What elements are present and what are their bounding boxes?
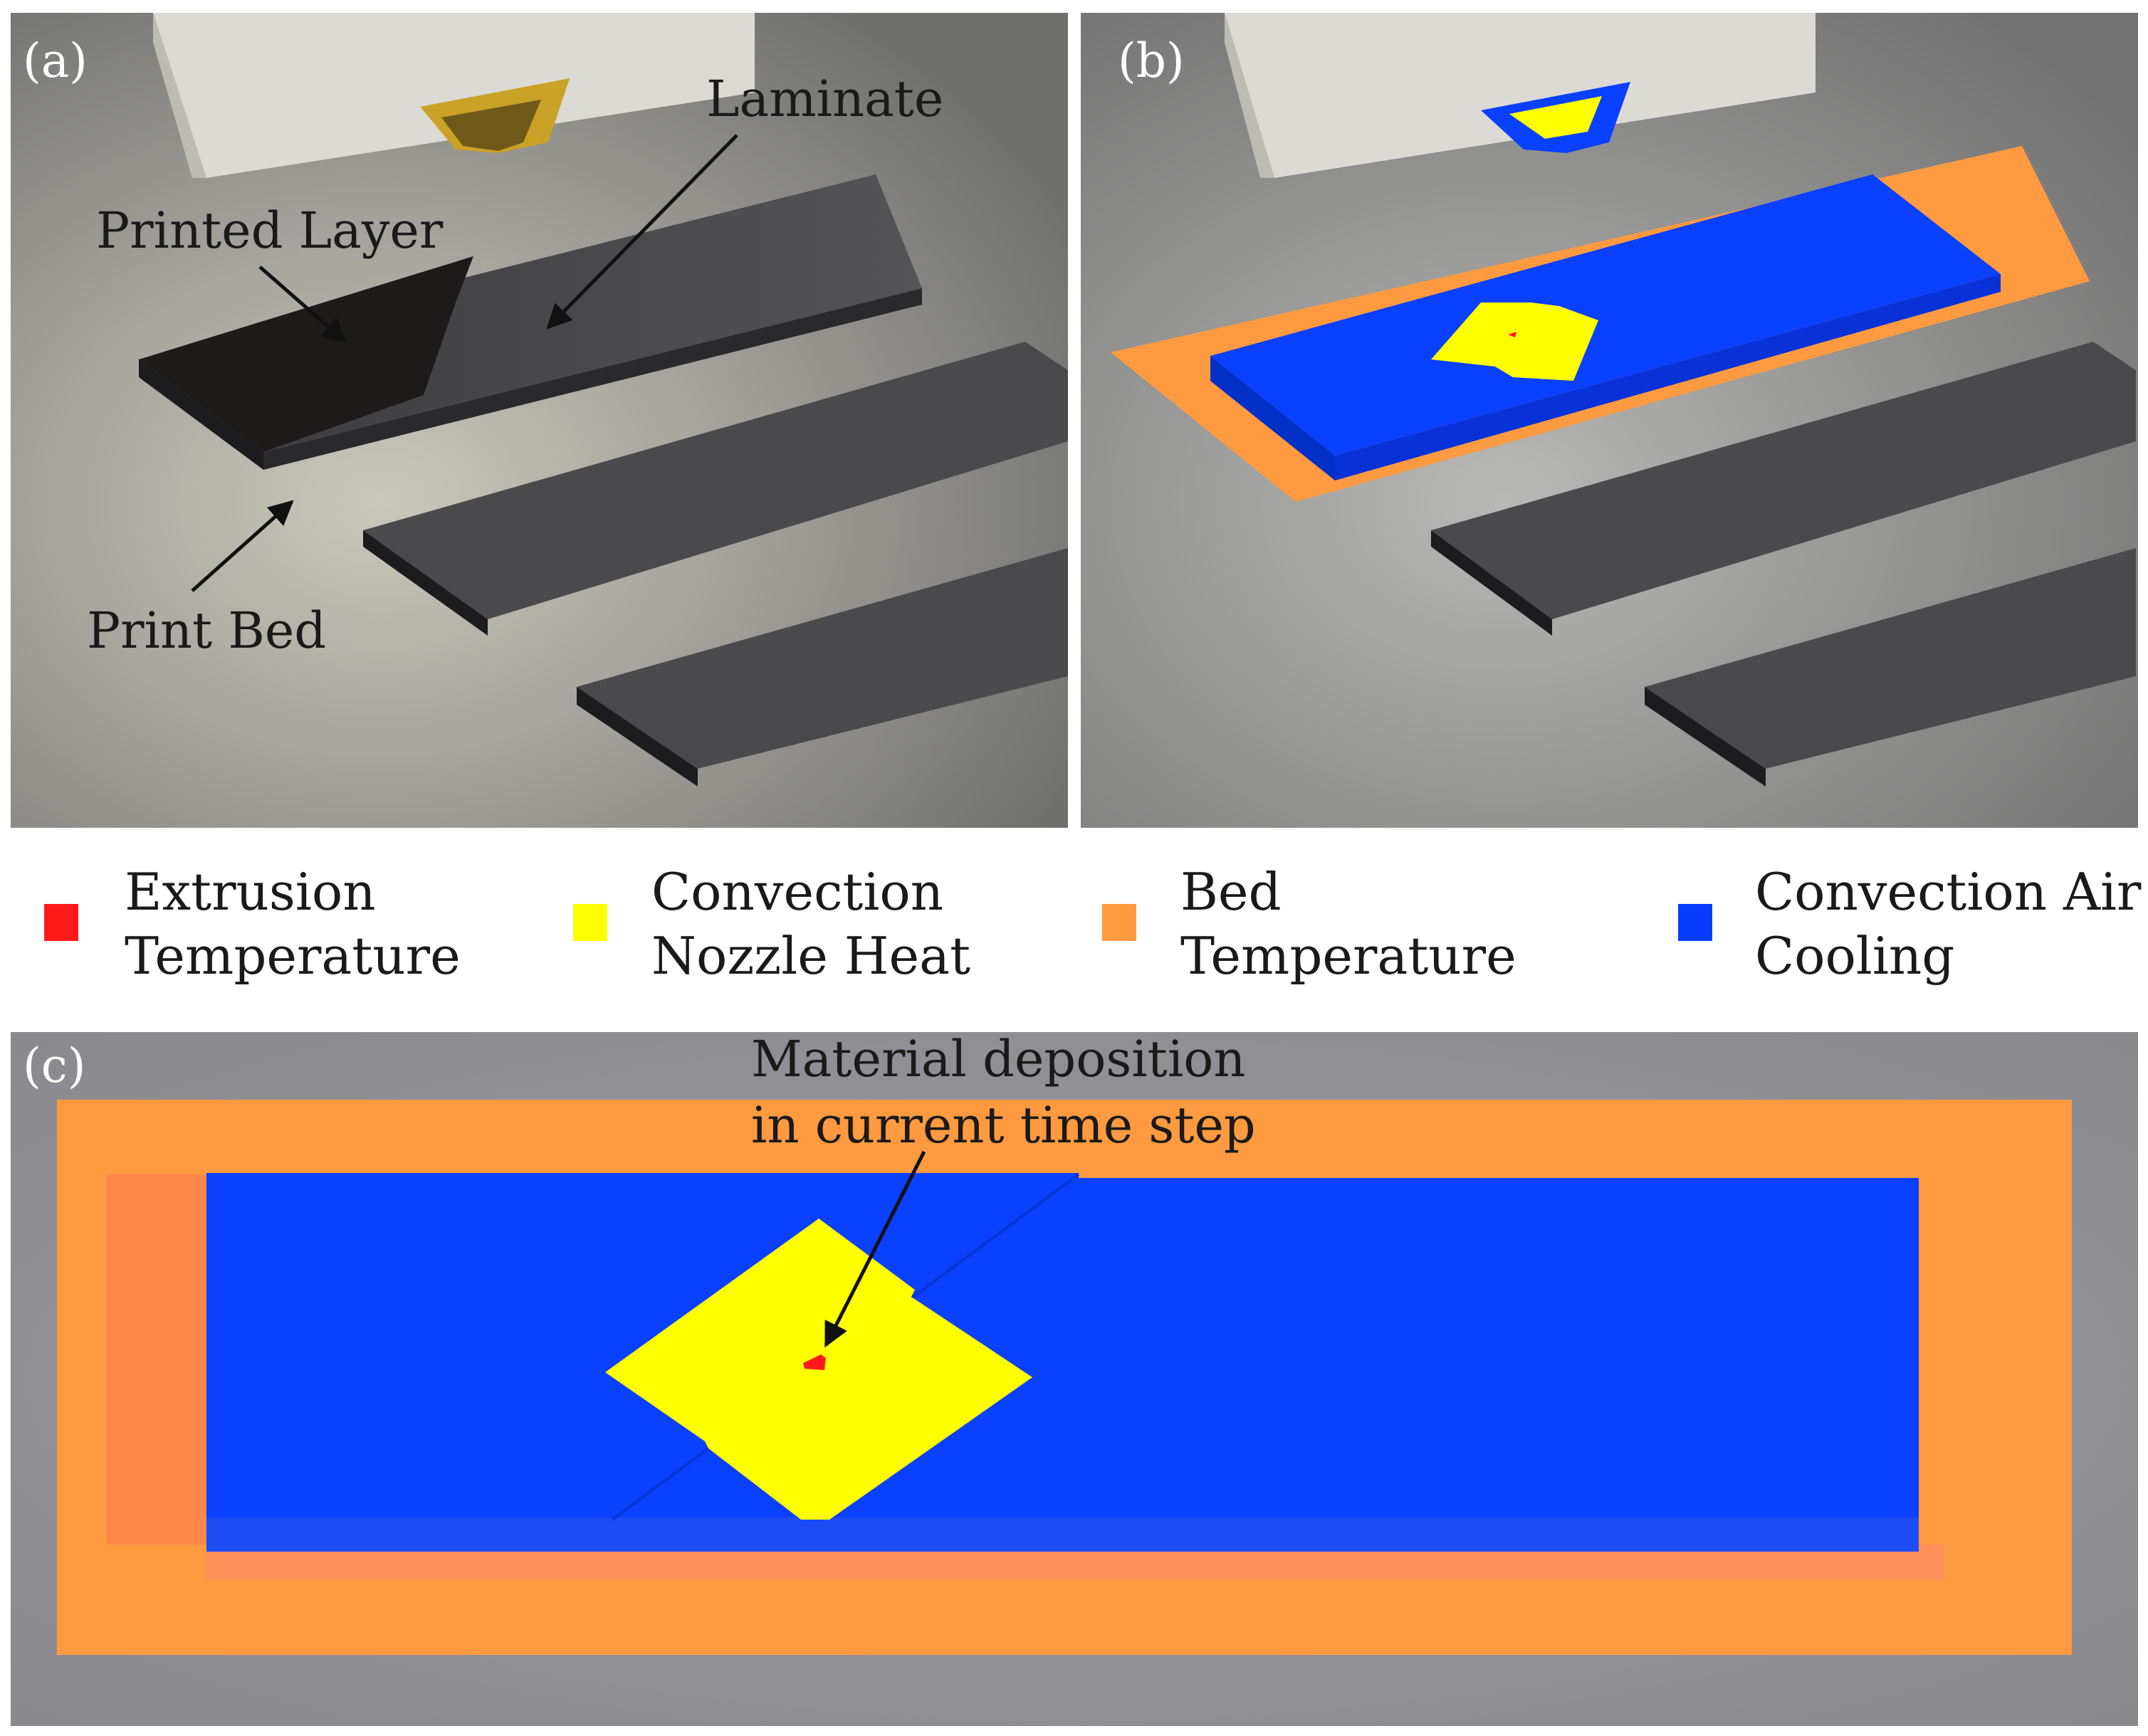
legend-swatch-nozzle-heat (573, 904, 607, 941)
laminate-strip-side (263, 288, 922, 470)
legend-swatch-extrusion (44, 904, 78, 941)
extrusion-point (1508, 332, 1516, 337)
nozzle-housing-side (1225, 13, 1274, 178)
laminate-strip-3-front (577, 687, 698, 787)
nozzle-tip-heat (1509, 96, 1602, 139)
panel-c: Material deposition in current time step… (11, 1030, 2138, 1726)
bed-glow-left (107, 1174, 206, 1545)
laminate-strip-3 (1645, 548, 2136, 769)
laminate-strip-2-front (363, 530, 488, 636)
arrow-print-bed (191, 500, 294, 592)
printed-layer (139, 256, 473, 452)
nozzle-housing (153, 13, 755, 178)
laminate-strip-2 (1431, 342, 2136, 619)
extrusion-deposit (803, 1354, 826, 1370)
nozzle-heat-zone (1431, 303, 1598, 381)
air-cooling-laminate (1210, 174, 2001, 456)
annotation-line1: Material deposition (751, 1030, 1245, 1088)
legend-air-line1: Convection Air (1755, 862, 2142, 922)
label-print-bed: Print Bed (87, 601, 326, 660)
air-cooling-laminate-front (1210, 356, 1335, 480)
legend-extrusion-line1: Extrusion (125, 862, 376, 922)
arrow-printed-layer (258, 265, 347, 344)
air-cooling-laminate (206, 1173, 1919, 1552)
legend-extrusion-line2: Temperature (125, 926, 461, 986)
arrow-laminate (546, 134, 738, 330)
laminate-strip-2-front (1431, 530, 1552, 636)
label-laminate: Laminate (706, 70, 943, 128)
legend-bed-line1: Bed (1180, 862, 1282, 922)
panel-b-tag: (b) (1118, 33, 1185, 88)
label-printed-layer: Printed Layer (96, 201, 444, 260)
legend-swatch-air-cooling (1678, 904, 1712, 941)
laminate-strip-3 (577, 548, 1068, 769)
legend: Extrusion Temperature Convection Nozzle … (44, 862, 2142, 986)
nozzle-tip-shadow (441, 100, 541, 151)
nozzle-housing (1225, 13, 1816, 178)
laminate-strip-2 (363, 342, 1068, 619)
nozzle-housing-side (153, 13, 206, 178)
arrow-deposition (824, 1150, 926, 1348)
panel-a-tag: (a) (23, 33, 88, 88)
air-cooling-laminate-side (1335, 274, 2001, 480)
panel-b: (b) (1081, 13, 2138, 828)
legend-bed-line2: Temperature (1180, 926, 1516, 986)
laminate-strip-3-front (1645, 687, 1766, 787)
laminate-strip-front (139, 359, 263, 470)
legend-swatch-bed-temperature (1102, 904, 1136, 941)
panel-c-tag: (c) (23, 1038, 85, 1093)
legend-nozzle-heat-line2: Nozzle Heat (651, 926, 970, 986)
air-cooling-laminate-front (206, 1517, 1919, 1552)
panel-a: (a) Laminate Printed Layer Print Bed (11, 13, 1068, 828)
annotation-line2: in current time step (751, 1096, 1256, 1154)
legend-nozzle-heat-line1: Convection (651, 862, 943, 922)
legend-air-line2: Cooling (1755, 926, 1954, 986)
